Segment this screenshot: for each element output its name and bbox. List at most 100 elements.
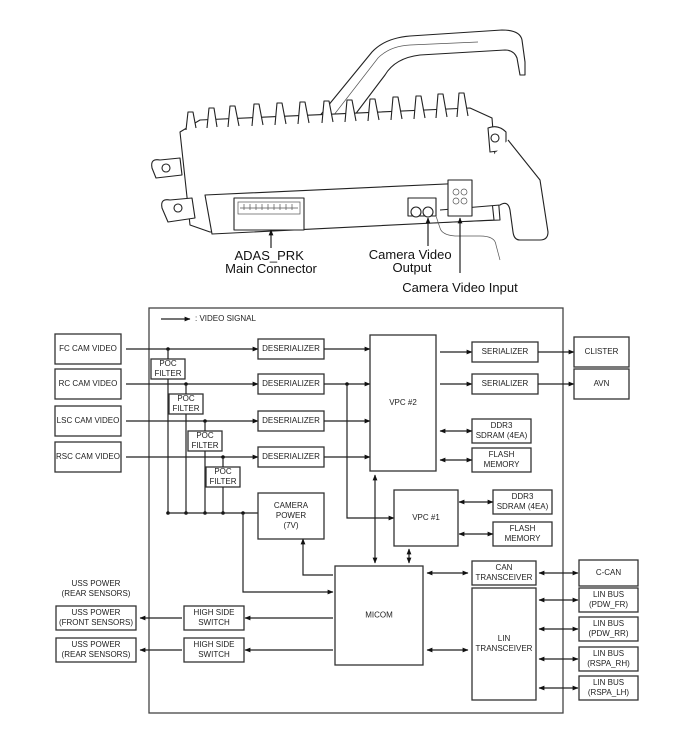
- lin-bus-pdw-rr: LIN BUS(PDW_RR): [578, 616, 639, 642]
- input-fc-cam-video: FC CAM VIDEO: [54, 333, 122, 365]
- lin-bus-rspa-lh-label: (RSPA_LH): [588, 688, 630, 697]
- can-transceiver-label: TRANSCEIVER: [476, 573, 533, 582]
- c-can: C-CAN: [578, 559, 639, 587]
- video-input-caption: Camera Video Input: [402, 280, 518, 295]
- camera-power-label: (7V): [283, 521, 298, 530]
- lin-bus-rspa-rh-label: (RSPA_RH): [587, 659, 630, 668]
- high-side-switch-2-frame: [183, 637, 245, 663]
- video-output-caption: Camera Video Output: [369, 247, 456, 275]
- output-clister-frame: [573, 336, 630, 368]
- lin-bus-pdw-rr-frame: [578, 616, 639, 642]
- lin-bus-pdw-fr-label: LIN BUS: [593, 590, 624, 599]
- input-rc-cam-video: RC CAM VIDEO: [54, 368, 122, 400]
- lin-transceiver-frame: [471, 587, 537, 701]
- lin-bus-rspa-rh: LIN BUS(RSPA_RH): [578, 646, 639, 672]
- input-rsc-cam-video-frame: [54, 441, 122, 473]
- lin-bus-pdw-fr: LIN BUS(PDW_FR): [578, 587, 639, 613]
- poc-filter-label: FILTER: [192, 441, 219, 450]
- vpc-1-frame: [393, 489, 459, 547]
- vpc1-ddr3-sdram-frame: [492, 489, 553, 515]
- camera-power-label: CAMERA: [274, 501, 309, 510]
- legend-label: : VIDEO SIGNAL: [195, 314, 256, 323]
- uss-power-rear-sensors-label: (REAR SENSORS): [62, 589, 131, 598]
- vpc2-ddr3-sdram-label: DDR3: [491, 421, 513, 430]
- vpc2-flash-memory-label: MEMORY: [484, 460, 521, 469]
- lin-bus-rspa-lh-frame: [578, 675, 639, 701]
- high-side-switch-1-label: SWITCH: [198, 618, 230, 627]
- vpc1-ddr3-sdram-label: SDRAM (4EA): [497, 502, 549, 511]
- vpc-1: VPC #1: [393, 489, 459, 547]
- input-rc-cam-video-frame: [54, 368, 122, 400]
- micom-to-power-line: [242, 513, 334, 595]
- input-lsc-cam-video-frame: [54, 405, 122, 437]
- poc-filter-label: POC: [159, 359, 177, 368]
- lin-transceiver-label: LIN: [498, 634, 511, 643]
- vpc1-ddr3-sdram-label: DDR3: [512, 492, 534, 501]
- high-side-switch-2-label: SWITCH: [198, 650, 230, 659]
- micom-frame: [334, 565, 424, 666]
- main-connector-illustration: [233, 197, 305, 231]
- uss-power-rear-sensors-label: USS POWER: [72, 579, 121, 588]
- input-lsc-cam-video-label: LSC CAM VIDEO: [57, 416, 120, 425]
- input-rc-cam-video-label: RC CAM VIDEO: [59, 379, 118, 388]
- serializer-2: SERIALIZER: [471, 373, 539, 395]
- micom-power-control-line: [300, 538, 333, 576]
- heat-sink-fins: [185, 92, 469, 131]
- input-rsc-cam-video-label: RSC CAM VIDEO: [56, 452, 120, 461]
- serializer-1-label: SERIALIZER: [482, 347, 529, 356]
- deserializer-3-label: DESERIALIZER: [262, 416, 320, 425]
- serializer-2-label: SERIALIZER: [482, 379, 529, 388]
- uss-power-rear-sensors-frame: [55, 637, 137, 663]
- poc-filter-label: FILTER: [155, 369, 182, 378]
- deserializer-3: DESERIALIZER: [257, 410, 325, 432]
- uss-power-rear-sensors: USS POWER(REAR SENSORS): [55, 637, 137, 663]
- camera-power-label: POWER: [276, 511, 306, 520]
- camera-power-frame: [257, 492, 325, 540]
- vpc2-ddr3-sdram-label: SDRAM (4EA): [476, 431, 528, 440]
- input-fc-cam-video-label: FC CAM VIDEO: [59, 344, 117, 353]
- video-to-vpc1-line: [346, 384, 395, 521]
- video-output-connector-illustration: [407, 197, 437, 218]
- lin-bus-rspa-rh-label: LIN BUS: [593, 649, 624, 658]
- output-avn-label: AVN: [594, 379, 610, 388]
- adas-prk-unit-illustration: [151, 29, 549, 261]
- poc-filter-label: POC: [177, 394, 195, 403]
- vpc2-flash-memory-frame: [471, 447, 532, 473]
- poc-filter-label: FILTER: [173, 404, 200, 413]
- lin-bus-pdw-rr-label: LIN BUS: [593, 619, 624, 628]
- vpc-2-label: VPC #2: [389, 398, 417, 407]
- video-input-connector-illustration: [447, 179, 473, 217]
- poc-filter-label: POC: [214, 467, 232, 476]
- c-can-label: C-CAN: [596, 568, 622, 577]
- poc-filter-label: POC: [196, 431, 214, 440]
- can-transceiver-label: CAN: [496, 563, 513, 572]
- lin-bus-pdw-fr-label: (PDW_FR): [589, 600, 628, 609]
- can-transceiver-frame: [471, 560, 537, 586]
- output-avn-frame: [573, 368, 630, 400]
- input-rsc-cam-video: RSC CAM VIDEO: [54, 441, 122, 473]
- output-clister-label: CLISTER: [585, 347, 619, 356]
- deserializer-4: DESERIALIZER: [257, 446, 325, 468]
- lin-bus-rspa-lh: LIN BUS(RSPA_LH): [578, 675, 639, 701]
- serializer-1: SERIALIZER: [471, 341, 539, 363]
- c-can-frame: [578, 559, 639, 587]
- uss-power-front-sensors-frame: [55, 605, 137, 631]
- input-lsc-cam-video: LSC CAM VIDEO: [54, 405, 122, 437]
- high-side-switch-1-frame: [183, 605, 245, 631]
- vpc1-flash-memory-label: FLASH: [510, 524, 536, 533]
- uss-power-front-sensors-label: USS POWER: [72, 608, 121, 617]
- vpc-1-label: VPC #1: [412, 513, 440, 522]
- vpc1-flash-memory-frame: [492, 521, 553, 547]
- deserializer-2-label: DESERIALIZER: [262, 379, 320, 388]
- deserializer-2: DESERIALIZER: [257, 373, 325, 395]
